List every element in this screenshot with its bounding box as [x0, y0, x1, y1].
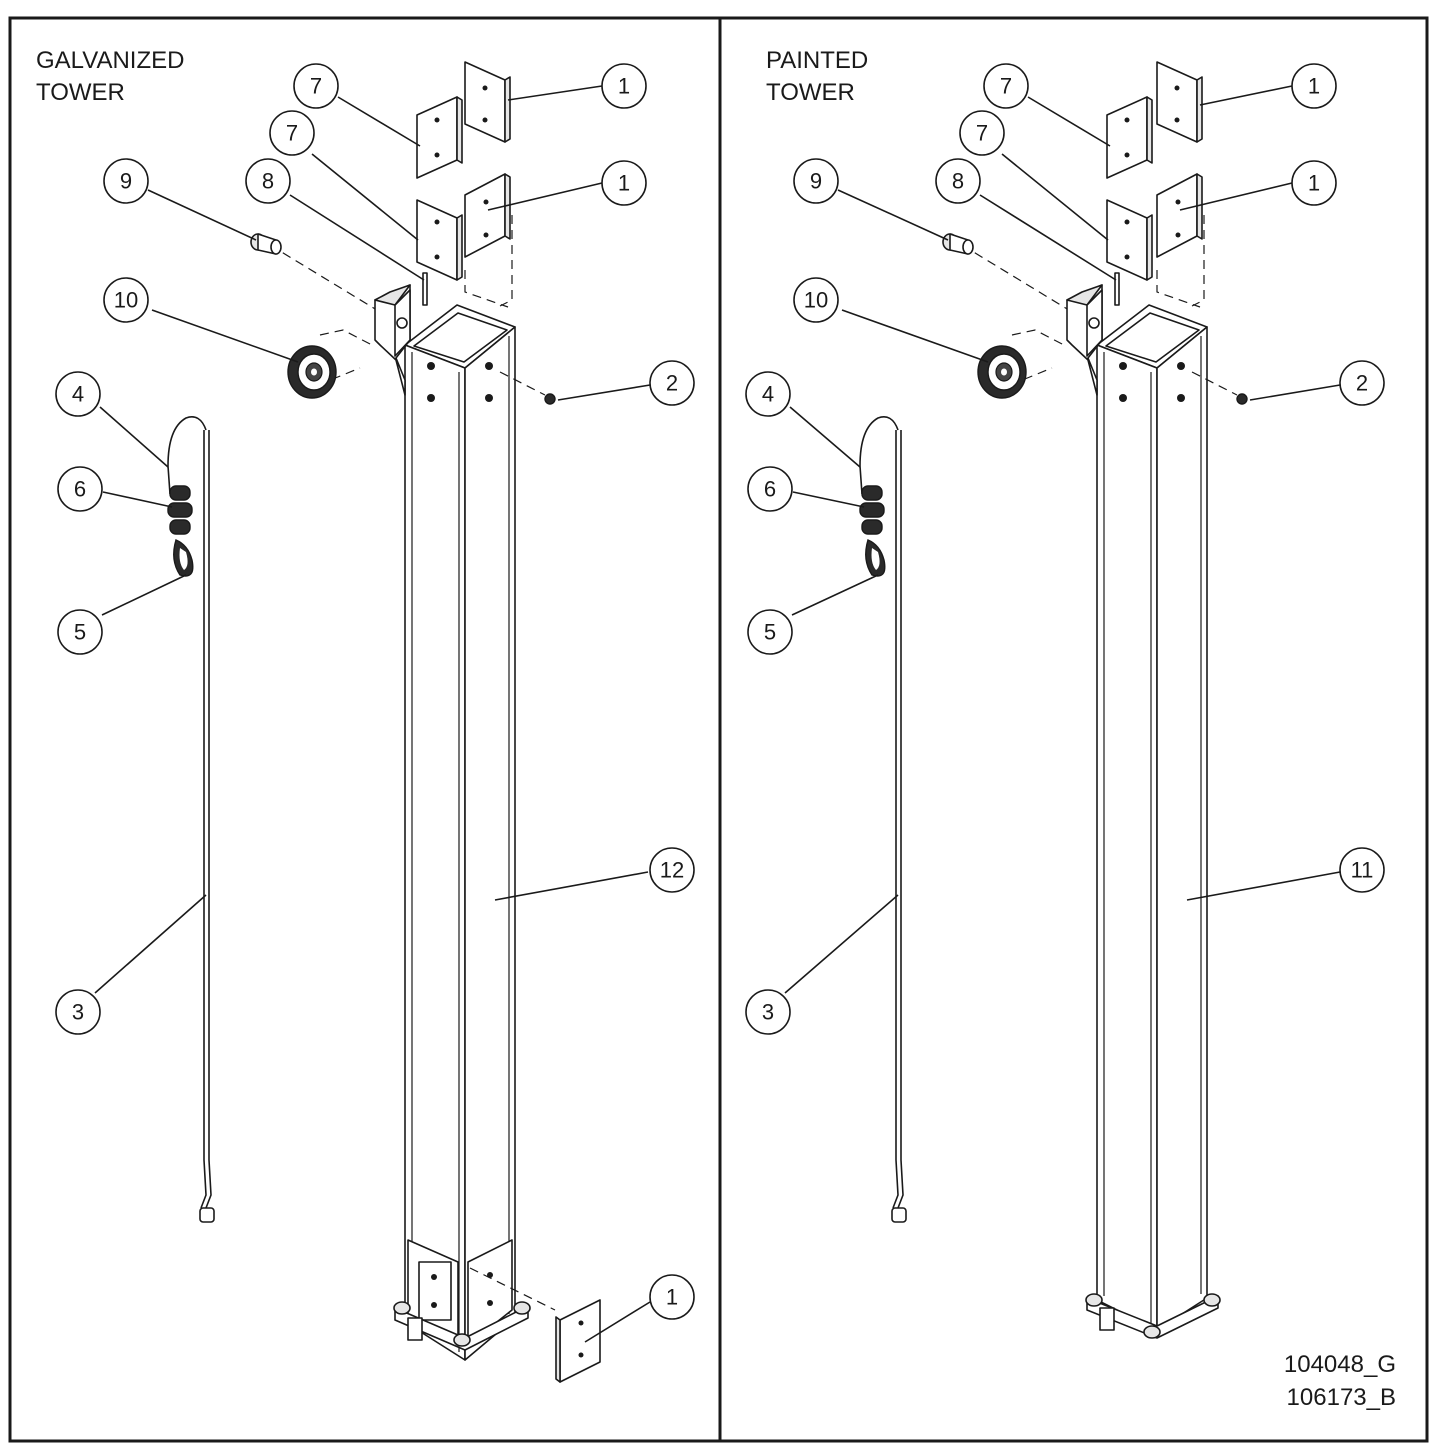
plate-mid: [464, 173, 506, 258]
spacer-mid: [416, 199, 458, 281]
callout-tower: 12: [660, 858, 684, 883]
callout-hook: 5: [764, 620, 776, 645]
spacer-top: [416, 96, 458, 179]
drawing-number-1: 104048_G: [1284, 1351, 1396, 1378]
callout-pulley: 10: [804, 288, 828, 313]
callout-pin: 8: [262, 169, 274, 194]
callout-bolt: 9: [810, 169, 822, 194]
panel-title-line-1: PAINTED: [766, 47, 868, 74]
callout-screw: 2: [1356, 371, 1368, 396]
drawing-number-2: 106173_B: [1287, 1384, 1396, 1411]
pin: [422, 272, 428, 306]
panel-painted: PAINTED TOWER: [745, 47, 1396, 1411]
plate-top: [464, 61, 506, 143]
callout-pin: 8: [952, 169, 964, 194]
bolt: [942, 233, 974, 255]
callout-spacer-top: 7: [1000, 74, 1012, 99]
callout-screw: 2: [666, 371, 678, 396]
callout-bolt: 9: [120, 169, 132, 194]
callout-clamps: 6: [764, 477, 776, 502]
pulley-bracket: [1066, 284, 1103, 396]
callout-thimble: 4: [762, 382, 774, 407]
callout-plate-mid: 1: [1308, 171, 1320, 196]
callout-clamps: 6: [74, 477, 86, 502]
callout-plate-top: 1: [1308, 74, 1320, 99]
callout-cable: 3: [72, 1000, 84, 1025]
panel-title-line-1: GALVANIZED: [36, 47, 184, 74]
callout-spacer-mid: 7: [976, 121, 988, 146]
pulley-bracket: [374, 284, 411, 396]
callout-plate-bottom: 1: [666, 1285, 678, 1310]
callout-plate-top: 1: [618, 74, 630, 99]
callout-thimble: 4: [72, 382, 84, 407]
cable-assembly: [859, 416, 907, 1223]
panel-title-line-2: TOWER: [36, 79, 125, 106]
callout-spacer-mid: 7: [286, 121, 298, 146]
plate-bottom: [559, 1299, 601, 1383]
cable-assembly: [167, 416, 215, 1223]
callout-pulley: 10: [114, 288, 138, 313]
callout-plate-mid: 1: [618, 171, 630, 196]
callout-hook: 5: [74, 620, 86, 645]
pulley: [287, 345, 337, 399]
callout-tower: 11: [1351, 858, 1374, 883]
screw: [1236, 393, 1248, 405]
bolt: [250, 233, 282, 255]
panel-title-line-2: TOWER: [766, 79, 855, 106]
callout-spacer-top: 7: [310, 74, 322, 99]
callout-cable: 3: [762, 1000, 774, 1025]
tower-column: [393, 304, 531, 1361]
screw: [544, 393, 556, 405]
tower-column: [1085, 304, 1221, 1339]
panel-galvanized: GALVANIZED TOWER: [36, 47, 695, 1383]
pulley: [977, 345, 1027, 399]
